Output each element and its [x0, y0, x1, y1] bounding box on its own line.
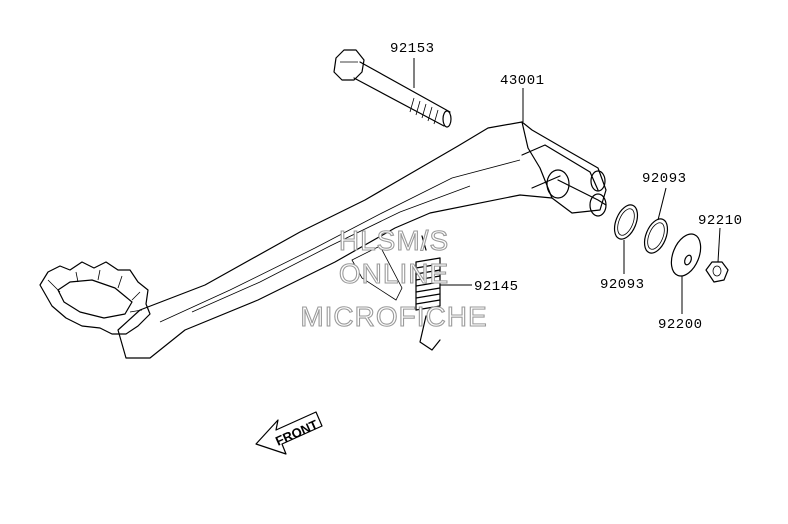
- part-label[interactable]: 92093: [642, 171, 687, 187]
- leader-lines: [413, 58, 721, 314]
- front-indicator: FRONT: [255, 411, 323, 455]
- part-label[interactable]: 92145: [474, 279, 519, 295]
- watermark-line1: HLSM/S: [339, 225, 449, 256]
- front-label: FRONT: [273, 417, 320, 449]
- brake-pedal-icon: [39, 121, 607, 359]
- part-labels: 92153 43001 92093 92093 92210 92200 9214…: [390, 41, 743, 333]
- watermark: HLSM/S ONLINE MICROFICHE: [300, 224, 487, 332]
- spring-icon: [415, 235, 441, 351]
- watermark-line2: ONLINE: [339, 258, 449, 289]
- part-label[interactable]: 92200: [658, 317, 703, 333]
- watermark-line3: MICROFICHE: [300, 301, 487, 332]
- part-label[interactable]: 92210: [698, 213, 743, 229]
- part-label[interactable]: 92093: [600, 277, 645, 293]
- part-label[interactable]: 43001: [500, 73, 545, 89]
- bolt-icon: [333, 49, 452, 128]
- o-ring-icon: [643, 218, 669, 254]
- washer-icon: [670, 233, 702, 277]
- part-label[interactable]: 92153: [390, 41, 435, 57]
- nut-icon: [705, 261, 729, 283]
- o-ring-icon: [613, 204, 639, 240]
- arrow-left-icon: [255, 411, 323, 455]
